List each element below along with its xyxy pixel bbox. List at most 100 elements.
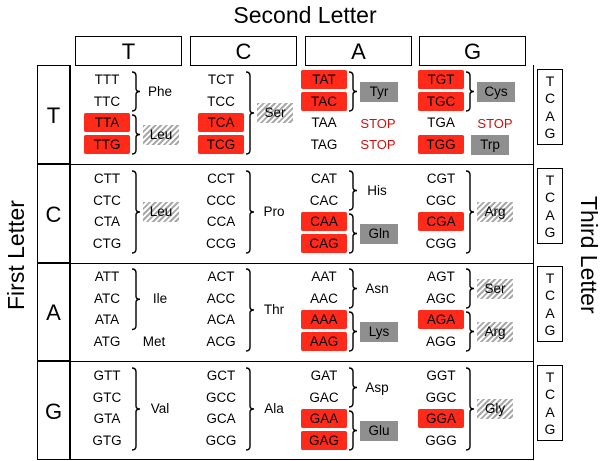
codon: TAG [310,136,338,152]
codon: ACG [206,333,236,349]
first-letter-header-a: A [37,263,70,361]
codon: TAT [301,70,347,89]
codon: ACA [207,312,235,327]
brace-icon [465,170,475,254]
amino-acid-label: Cys [477,81,515,102]
codon: CAC [309,192,339,208]
second-letter-header-g: G [419,36,526,66]
amino-acid-label: Ser [477,278,513,299]
codon: TCA [198,113,244,132]
codon: ATG [93,333,121,349]
codon: CGG [425,235,457,251]
third-letter-title: Third Letter [576,196,600,314]
codon: CAA [301,212,347,231]
third-letter: G [544,421,556,438]
third-letter: T [545,171,555,188]
codon-grid [70,65,535,460]
codon: CAT [311,171,337,186]
row-divider [37,164,534,165]
amino-acid-label: Gly [477,399,513,419]
codon: TCT [207,72,235,87]
brace-icon [131,170,141,254]
third-letter: T [545,269,555,286]
codon: GGC [425,389,457,405]
codon: AAC [310,290,338,306]
brace-icon [348,71,358,112]
codon: CTT [93,171,121,186]
brace-icon [245,367,255,451]
codon: AGA [418,310,464,329]
row-divider [37,263,534,264]
amino-acid-label: Pro [263,204,285,219]
brace-icon [465,71,475,112]
codon: TGC [418,91,464,111]
brace-icon [465,311,475,352]
second-letter-header-c: C [190,36,297,66]
codon: TGG [418,134,464,154]
codon: TTC [93,93,121,109]
codon: AGG [425,333,456,349]
stop-codon-label: STOP [477,115,513,131]
brace-icon [131,268,141,331]
codon: ATC [94,290,120,306]
third-letter: C [544,386,556,403]
amino-acid-label: Ala [264,401,284,416]
codon: AGC [426,290,456,306]
codon: CCG [206,235,236,251]
codon: AAA [301,310,347,329]
brace-icon [465,367,475,451]
codon: GTT [93,368,121,383]
brace-icon [348,268,358,309]
codon: GAA [301,409,347,428]
codon: CTG [92,235,122,251]
amino-acid-label: His [367,182,387,198]
codon: TTG [84,134,130,154]
codon: GCG [205,432,237,448]
codon: TAA [311,115,337,130]
brace-icon [131,114,141,155]
amino-acid-label: Lys [360,321,398,342]
codon: CTC [93,192,121,208]
codon: TTT [94,72,120,87]
amino-acid-label: Asn [365,280,389,296]
second-letter-header-a: A [305,36,412,66]
codon: ACT [207,269,235,284]
brace-icon [131,367,141,451]
third-letter: T [545,72,555,89]
codon: GCA [206,411,236,426]
brace-icon [348,170,358,211]
brace-icon [245,71,255,155]
amino-acid-label: Met [142,334,166,350]
first-letter-header-c: C [37,164,70,263]
codon: GAG [301,430,347,450]
codon: GTA [93,411,121,426]
codon: TTA [84,113,130,132]
codon: TCC [207,93,235,109]
third-letter: A [545,107,555,124]
third-letter: C [544,90,556,107]
stop-codon-label: STOP [360,137,396,153]
codon: GCT [206,368,236,383]
stop-codon-label: STOP [360,115,396,131]
codon: GGT [426,368,456,383]
second-letter-title: Second Letter [233,2,377,28]
codon: GAC [309,389,339,405]
brace-icon [131,71,141,112]
codon: GGG [425,432,457,448]
row-divider [37,361,534,362]
brace-icon [348,367,358,408]
brace-icon [465,268,475,309]
amino-acid-label: Asp [365,379,389,395]
codon: AAG [301,331,347,351]
third-letter: C [544,189,556,206]
amino-acid-label: Thr [263,302,285,317]
codon: CGC [426,192,456,208]
third-letter: A [545,206,555,223]
codon: AGT [427,269,455,284]
codon: CAG [301,233,347,253]
amino-acid-label: Ile [152,291,168,307]
amino-acid-label: Trp [471,135,509,156]
